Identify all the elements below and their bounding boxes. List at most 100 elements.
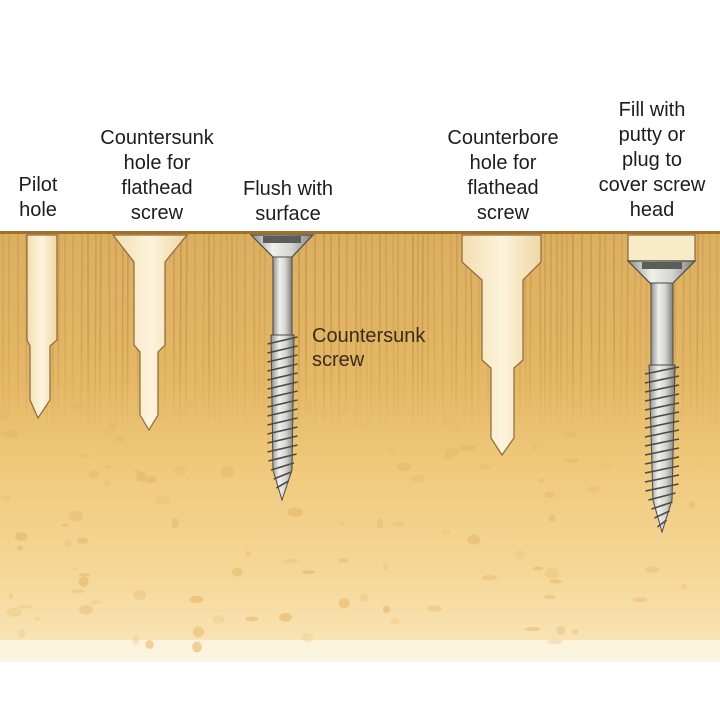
label-pilot-hole: Pilot hole xyxy=(6,173,70,223)
thread-line xyxy=(267,399,298,408)
wood-speck xyxy=(564,458,580,464)
thread-line xyxy=(267,363,298,372)
wood-speck xyxy=(245,616,259,622)
wood-speck xyxy=(81,454,91,458)
wood-speck xyxy=(539,478,544,483)
wood-speck xyxy=(339,521,345,525)
wood-speck xyxy=(88,470,99,480)
wood-speck xyxy=(68,510,83,522)
thread-line xyxy=(276,480,289,489)
grain-line xyxy=(378,233,381,448)
wood-speck xyxy=(460,444,476,452)
wood-speck xyxy=(69,404,83,409)
thread-line xyxy=(645,483,679,492)
wood-speck xyxy=(76,537,89,544)
wood-speck xyxy=(136,471,147,482)
wood-speck xyxy=(78,573,91,577)
wood-speck xyxy=(359,593,369,602)
grain-line xyxy=(344,233,348,432)
grain-line xyxy=(625,233,629,428)
wood-speck xyxy=(134,469,140,474)
thread-line xyxy=(644,438,680,447)
wood-speck xyxy=(382,605,390,614)
thread-line xyxy=(644,420,680,429)
wood-speck xyxy=(387,448,395,454)
thread-line xyxy=(267,426,298,435)
wood-speck xyxy=(105,465,112,469)
wood-speck xyxy=(0,495,11,501)
thread-line xyxy=(644,474,680,483)
wood-bottom-fade xyxy=(0,640,720,720)
thread-line xyxy=(656,519,668,528)
grain-line xyxy=(539,233,542,439)
wood-speck xyxy=(192,626,205,638)
wood-speck xyxy=(103,430,111,437)
grain-line xyxy=(597,233,601,430)
grain-line xyxy=(121,233,124,428)
grain-line xyxy=(433,233,436,435)
thread-line xyxy=(644,384,680,393)
wood-speck xyxy=(390,618,400,625)
screw-shank xyxy=(272,256,293,336)
wood-speck xyxy=(183,402,198,408)
label-line: screw xyxy=(130,202,184,224)
wood-speck xyxy=(171,518,179,529)
wood-speck xyxy=(383,561,389,571)
grain-line xyxy=(257,233,261,447)
wood-speck xyxy=(287,507,303,517)
wood-speck xyxy=(61,523,69,527)
grain-line xyxy=(709,233,712,430)
label-line: cover screw xyxy=(598,174,706,196)
label-fill-with-putty: Fill with putty or plug to cover screw h… xyxy=(586,98,718,223)
thread-line xyxy=(651,501,673,510)
wood-speck xyxy=(145,640,154,649)
thread-line xyxy=(644,465,680,474)
wood-speck xyxy=(48,386,60,396)
wood-speck xyxy=(338,598,350,609)
thread-line xyxy=(267,444,298,453)
pilot-hole xyxy=(26,234,58,420)
wood-surface-line xyxy=(0,231,720,234)
label-line: Flush with xyxy=(242,178,334,200)
wood-speckles xyxy=(0,385,719,653)
wood-speck xyxy=(586,486,600,493)
grain-line xyxy=(441,233,444,449)
grain-line xyxy=(179,233,182,444)
grain-line xyxy=(696,233,699,434)
thread-line xyxy=(654,510,670,519)
wood-speck xyxy=(338,558,349,563)
label-counterbore-hole: Counterbore hole for flathead screw xyxy=(428,126,578,226)
wood-speck xyxy=(598,462,611,470)
grain-line xyxy=(580,233,583,421)
grain-line xyxy=(403,233,406,421)
grain-line xyxy=(108,233,112,430)
label-line: plug to xyxy=(621,149,683,171)
wood-speck xyxy=(410,474,425,483)
wood-speck xyxy=(302,632,313,643)
grain-line xyxy=(370,233,373,440)
label-line: Countersunk xyxy=(100,127,214,149)
wood-speck xyxy=(133,590,147,601)
grain-line xyxy=(57,233,60,450)
wood-speck xyxy=(448,424,463,432)
wood-speck xyxy=(279,613,292,622)
wood-speck xyxy=(90,600,103,604)
wood-speck xyxy=(6,392,14,400)
grain-line xyxy=(94,233,97,427)
wood-speck xyxy=(531,442,538,451)
grain-line xyxy=(450,233,453,433)
grain-line xyxy=(253,233,256,440)
wood-speck xyxy=(478,464,493,470)
grain-line xyxy=(226,233,229,425)
thread-line xyxy=(267,390,298,399)
thread-line xyxy=(644,366,680,375)
wood-speck xyxy=(392,521,406,527)
label-line: hole for xyxy=(469,152,537,174)
wood-speck xyxy=(571,629,579,635)
wood-speck xyxy=(108,422,117,431)
wood-speck xyxy=(345,403,351,412)
wood-speck xyxy=(441,529,451,535)
wood-speck xyxy=(231,568,243,577)
thread-line xyxy=(267,408,298,417)
